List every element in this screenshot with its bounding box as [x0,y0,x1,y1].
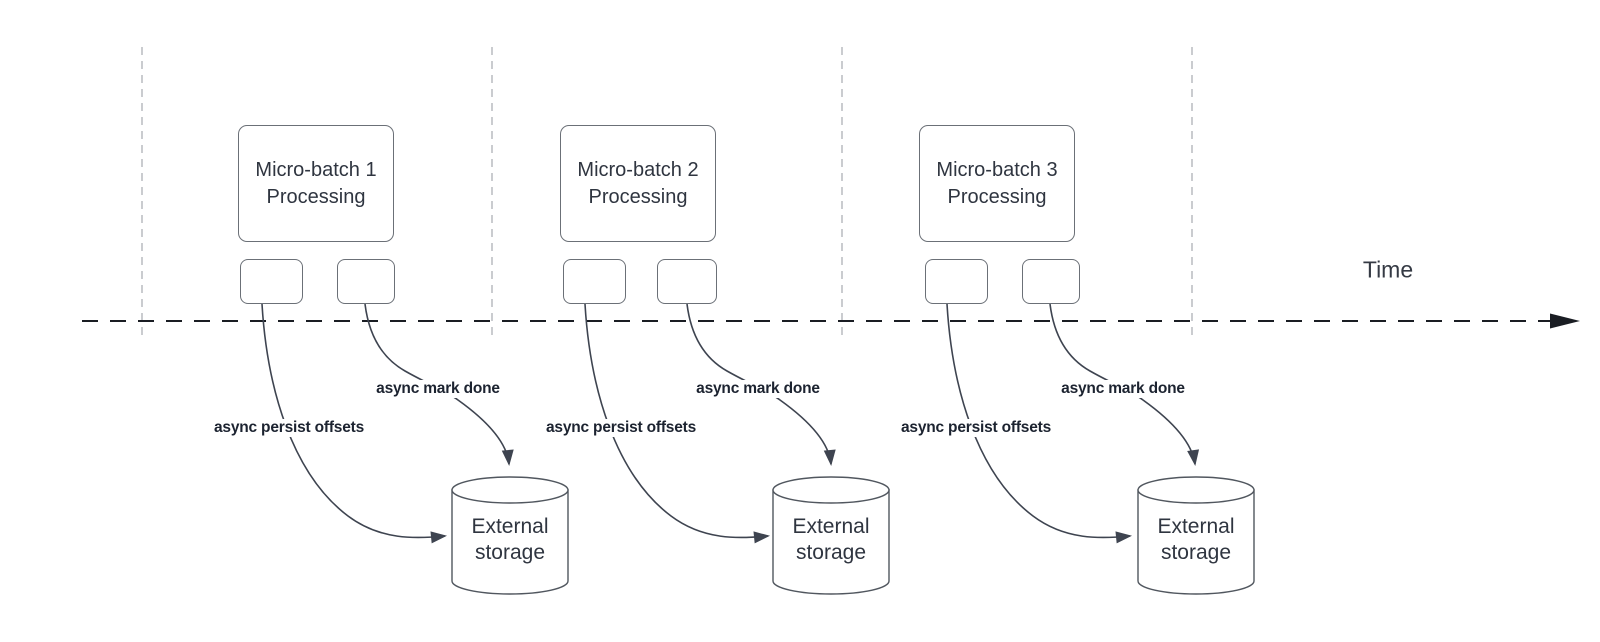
storage-cylinder-body [1137,489,1255,595]
offset-task-box-2b [657,259,717,304]
storage-label-3: External storage [1157,515,1235,564]
offset-task-box-2a [563,259,626,304]
storage-cylinder-2 [772,476,890,595]
storage-cylinder-top [772,476,890,504]
offset-task-box-1a [240,259,303,304]
micro-batch-box-3: Micro-batch 3 Processing [919,125,1075,242]
storage-cylinder-3 [1137,476,1255,595]
storage-cylinder-top [451,476,569,504]
mark-done-label-2: async mark done [693,380,823,398]
storage-cylinder-body [451,489,569,595]
offset-task-box-3a [925,259,988,304]
offset-task-box-1b [337,259,395,304]
mark-done-label-1: async mark done [373,380,503,398]
persist-offsets-label-2: async persist offsets [542,419,700,437]
micro-batch-box-2: Micro-batch 2 Processing [560,125,716,242]
micro-batch-box-1: Micro-batch 1 Processing [238,125,394,242]
offset-task-box-3b [1022,259,1080,304]
persist-offsets-label-1: async persist offsets [210,419,368,437]
mark-done-label-3: async mark done [1058,380,1188,398]
time-axis-arrowhead [1550,313,1580,329]
storage-label-2: External storage [792,515,870,564]
persist-offsets-arrow-1 [261,303,447,544]
storage-label-1: External storage [471,515,549,564]
time-label: Time [1362,256,1414,283]
persist-offsets-arrow-2 [584,303,770,544]
storage-cylinder-body [772,489,890,595]
storage-cylinder-top [1137,476,1255,504]
persist-offsets-label-3: async persist offsets [897,419,1055,437]
persist-offsets-arrow-3 [946,303,1132,544]
storage-cylinder-1 [451,476,569,595]
